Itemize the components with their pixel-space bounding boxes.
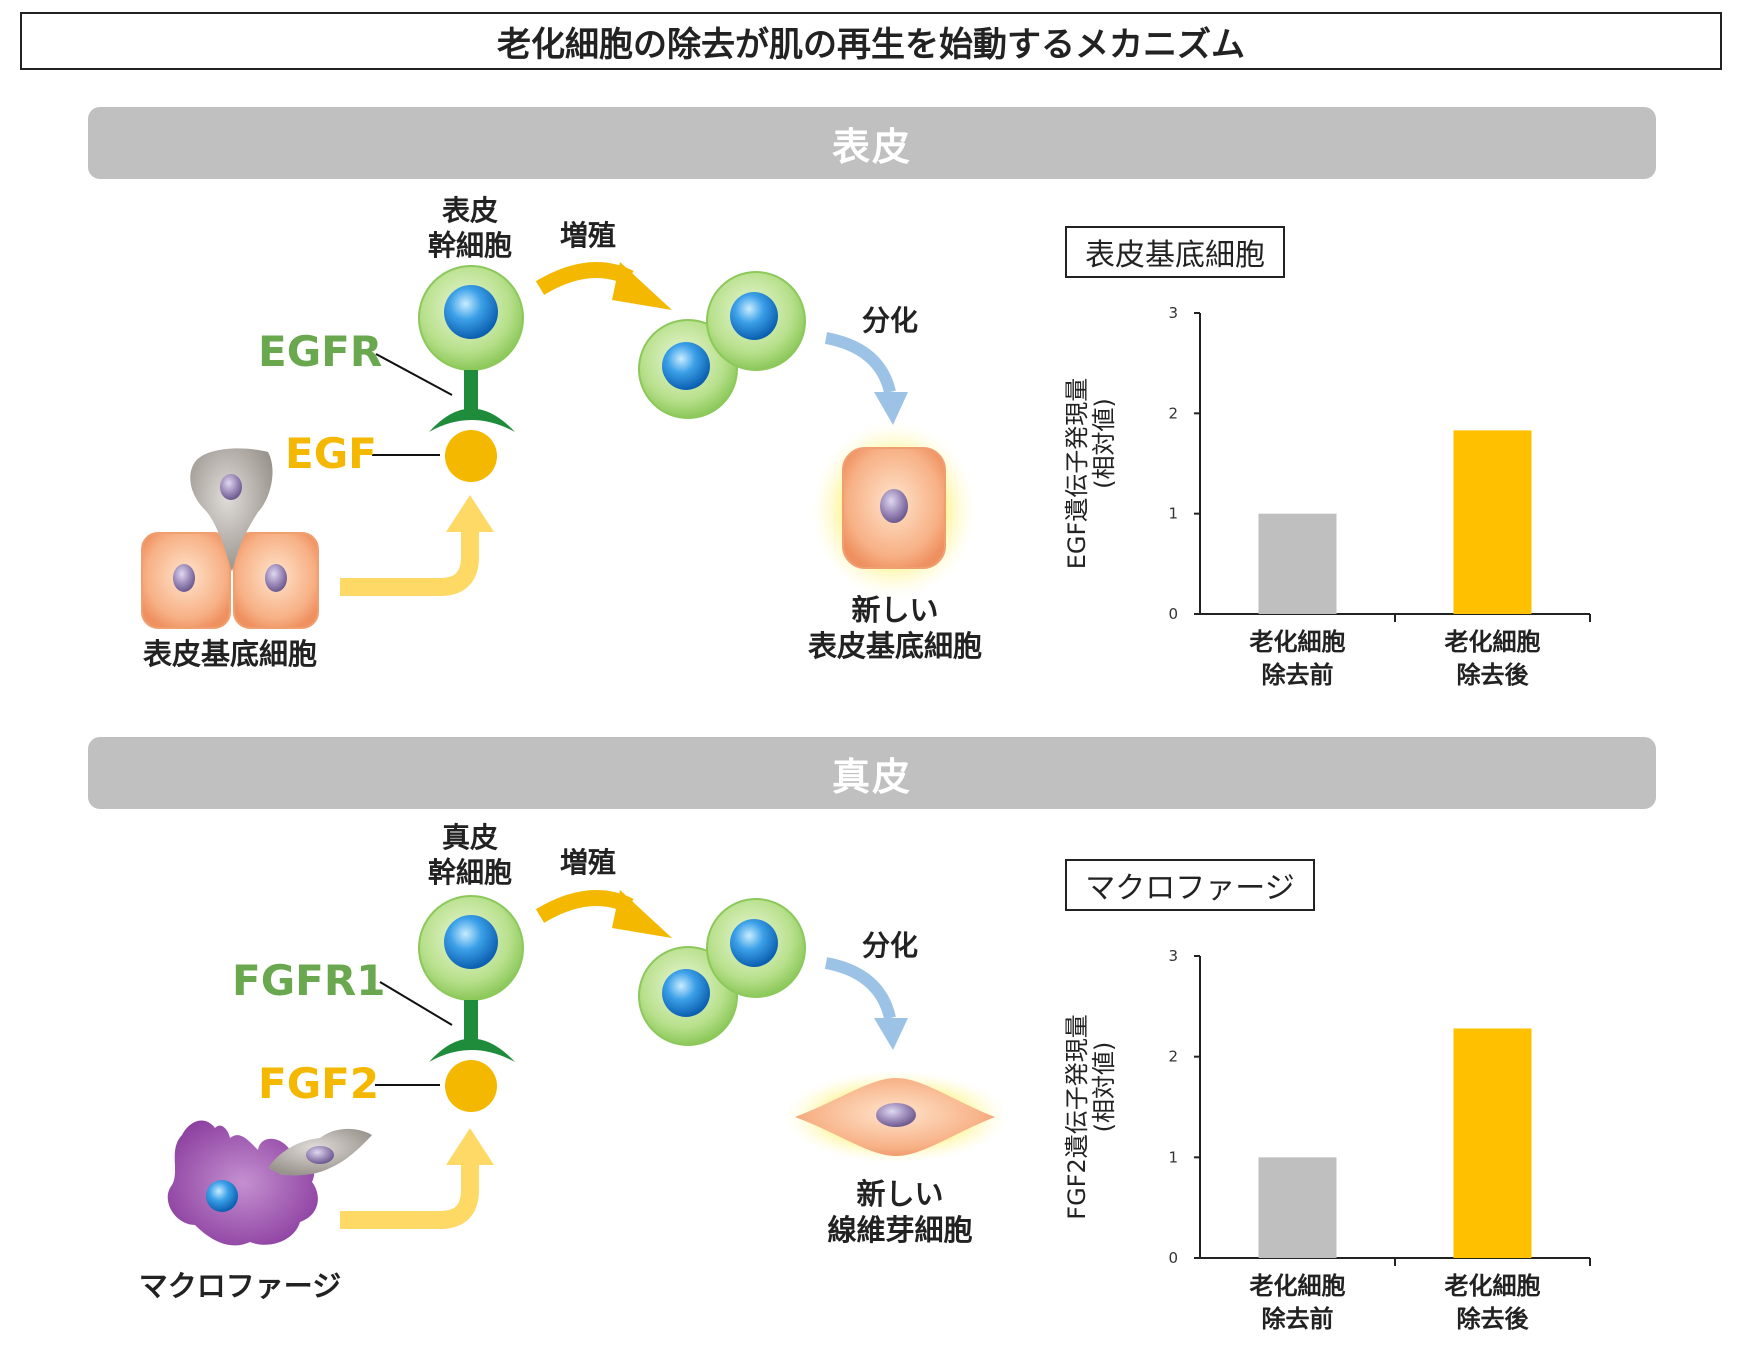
egfr-receptor-cup (429, 408, 515, 432)
section-banner-dermis: 真皮 (88, 737, 1656, 809)
source-cell-label: 表皮基底細胞 (142, 637, 317, 671)
egfr-pointer (375, 353, 453, 396)
secretion-arrow-2 (340, 1163, 479, 1229)
y-axis-label-unit: (相対値) (1090, 1042, 1118, 1133)
y-tick-label: 0 (1168, 605, 1178, 623)
basal-cell-left (141, 532, 231, 629)
proliferation-label: 増殖 (560, 846, 617, 879)
senescent-fibroblast-gray (268, 1128, 372, 1176)
new-cell-label-line2: 線維芽細胞 (827, 1213, 973, 1248)
macrophage (167, 1120, 318, 1246)
differentiation-arrow-1 (824, 332, 896, 394)
fgf2-ligand (445, 1060, 497, 1112)
stem-cell-label-line2: 幹細胞 (427, 229, 512, 262)
new-cell-label: 新しい 表皮基底細胞 (790, 592, 1000, 665)
chart-box-label: 表皮基底細胞 (1065, 226, 1285, 278)
chart-box-label: マクロファージ (1065, 859, 1315, 911)
y-tick-label: 1 (1168, 505, 1178, 523)
x-category-label: 老化細胞 (1445, 628, 1541, 656)
x-category-label: 老化細胞 (1445, 1272, 1541, 1300)
fgfr1-pointer (379, 981, 453, 1026)
y-tick-label: 3 (1168, 304, 1178, 322)
new-cell-label-line1: 新しい (856, 1177, 944, 1211)
x-category-label: 老化細胞 (1250, 1272, 1346, 1300)
fgfr1-receptor-stalk (464, 1000, 478, 1042)
new-cell-label: 新しい 線維芽細胞 (800, 1176, 1000, 1249)
stem-cell-label: 表皮 幹細胞 (420, 193, 520, 263)
fgfr1-receptor-cup (429, 1038, 515, 1062)
source-cell-label: マクロファージ (138, 1269, 342, 1303)
section-banner-epidermis: 表皮 (88, 107, 1656, 179)
new-fibroblast (784, 1071, 1008, 1163)
ligand-label: EGF (285, 429, 377, 478)
new-basal-cell (812, 422, 976, 598)
differentiation-arrow-2 (824, 957, 896, 1020)
differentiation-label: 分化 (862, 304, 919, 337)
egf-ligand (445, 430, 497, 482)
receptor-label: EGFR (258, 327, 383, 376)
y-tick-label: 2 (1168, 1048, 1178, 1066)
ligand-label: FGF2 (258, 1059, 380, 1108)
stem-cell-label-line1: 真皮 (441, 821, 498, 854)
y-tick-label: 1 (1168, 1148, 1178, 1166)
y-axis-label-unit: (相対値) (1090, 398, 1118, 489)
receptor-label: FGFR1 (232, 956, 386, 1005)
stem-cell-label-line1: 表皮 (441, 194, 498, 227)
y-tick-label: 0 (1168, 1249, 1178, 1267)
x-category-label: 老化細胞 (1250, 628, 1346, 656)
bar-before (1258, 513, 1337, 614)
basal-cell-right (233, 532, 319, 629)
bar-after (1453, 1028, 1532, 1258)
proliferation-label: 増殖 (560, 219, 617, 252)
secretion-arrowhead-1 (446, 495, 494, 532)
egfr-receptor-stalk (464, 370, 478, 412)
dermis-diagram (167, 890, 1008, 1246)
y-axis-label: EGF遺伝子発現量 (1063, 378, 1091, 570)
y-tick-label: 2 (1168, 404, 1178, 422)
secretion-arrowhead-2 (446, 1128, 494, 1165)
stem-cell-label: 真皮 幹細胞 (420, 820, 520, 890)
x-category-label: 除去後 (1457, 661, 1530, 689)
new-cell-label-line2: 表皮基底細胞 (807, 629, 982, 664)
y-tick-label: 3 (1168, 947, 1178, 965)
bar-before (1258, 1157, 1337, 1258)
x-category-label: 除去前 (1262, 661, 1334, 689)
x-category-label: 除去後 (1457, 1305, 1530, 1333)
senescent-cell-gray (190, 448, 273, 572)
x-category-label: 除去前 (1262, 1305, 1334, 1333)
y-axis-label: FGF2遺伝子発現量 (1063, 1014, 1091, 1219)
new-cell-label-line1: 新しい (851, 593, 939, 627)
epidermis-diagram (141, 262, 976, 629)
secretion-arrow-1 (340, 530, 479, 596)
bar-after (1453, 430, 1532, 614)
stem-cell-label-line2: 幹細胞 (427, 856, 512, 889)
differentiation-label: 分化 (862, 929, 919, 962)
page-title: 老化細胞の除去が肌の再生を始動するメカニズム (20, 12, 1722, 70)
